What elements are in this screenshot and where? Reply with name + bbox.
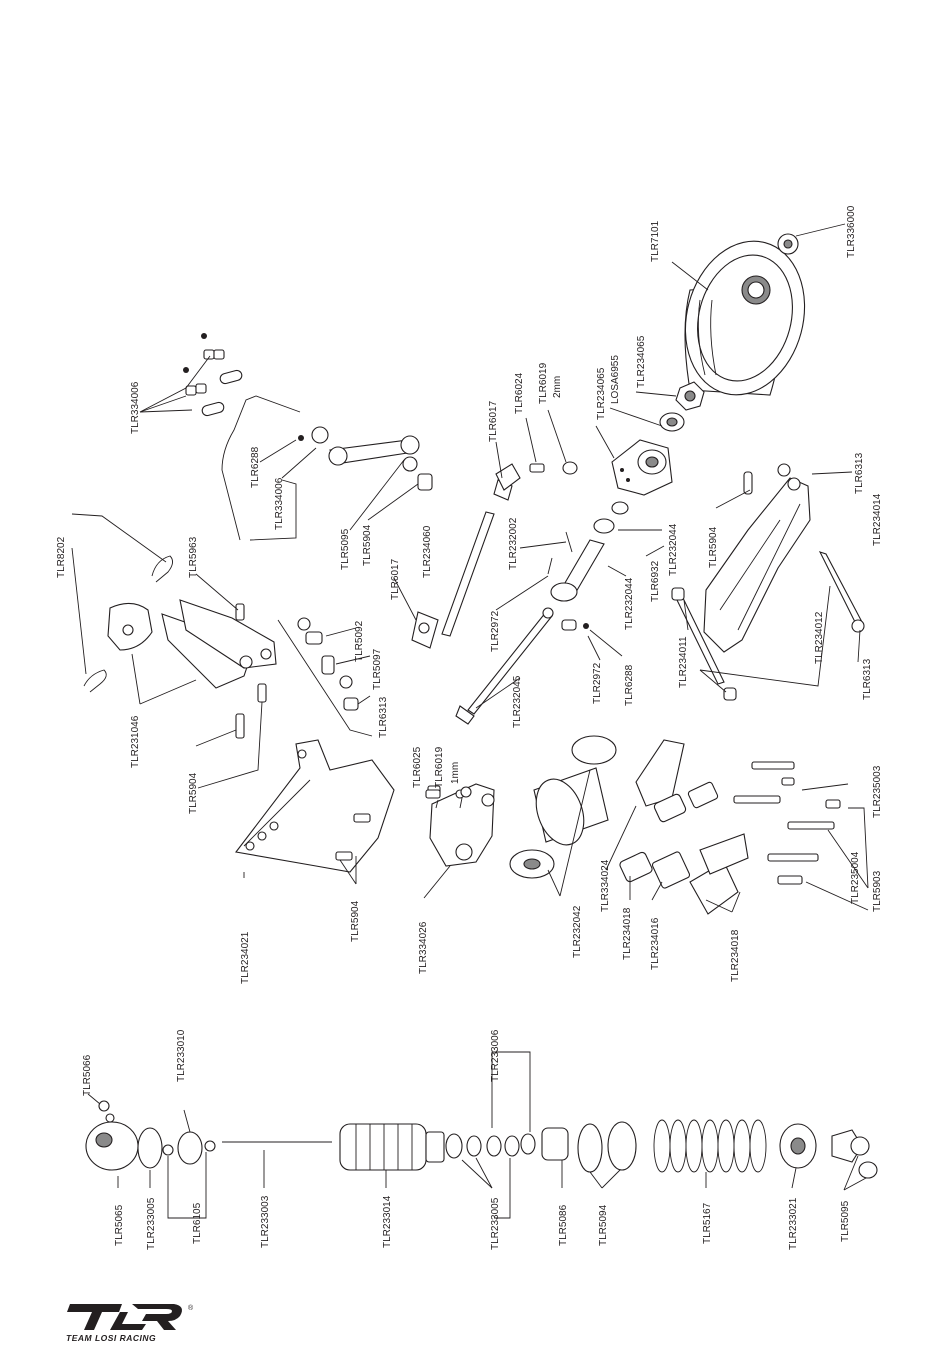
label-tlr334026: TLR334026 xyxy=(418,921,429,974)
label-tlr234065-a: TLR234065 xyxy=(636,335,647,388)
label-tlr5065: TLR5065 xyxy=(114,1204,125,1246)
label-tlr6313-c: TLR6313 xyxy=(862,658,873,700)
axle-drawing xyxy=(547,501,629,602)
label-tlr336000: TLR336000 xyxy=(846,205,857,258)
registered-mark: ® xyxy=(188,1304,194,1312)
label-tlr6313-a: TLR6313 xyxy=(854,452,865,494)
tlr-logo: ® TEAM LOSI RACING xyxy=(62,1302,202,1344)
label-tlr232042: TLR232042 xyxy=(572,905,583,958)
hub-carrier-drawing xyxy=(611,439,673,496)
label-tlr232002: TLR232002 xyxy=(508,517,519,570)
rod-end-drawing xyxy=(495,461,578,491)
sway-mount-drawing xyxy=(183,333,243,417)
label-tlr235003: TLR235003 xyxy=(872,765,883,818)
label-tlr5095-a: TLR5095 xyxy=(340,528,351,570)
label-tlr2972-b: TLR2972 xyxy=(592,662,603,704)
label-tlr5903: TLR5903 xyxy=(872,870,883,912)
part-drawings xyxy=(83,233,878,1179)
label-tlr5097: TLR5097 xyxy=(372,648,383,690)
label-tlr6019-a-sub: 2mm xyxy=(552,376,563,398)
label-tlr5904-a: TLR5904 xyxy=(362,524,373,566)
camber-link-drawing xyxy=(298,426,433,491)
small-screw-drawing xyxy=(425,786,472,799)
label-tlr234065-b: TLR234065 xyxy=(596,367,607,420)
label-tlr234016: TLR234016 xyxy=(650,917,661,970)
label-tlr233003: TLR233003 xyxy=(260,1195,271,1248)
shock-tower-drawing xyxy=(235,739,395,873)
label-losa6955: LOSA6955 xyxy=(610,355,621,404)
label-tlr5095-b: TLR5095 xyxy=(840,1200,851,1242)
label-tlr5904-c: TLR5904 xyxy=(188,772,199,814)
shock-assembly-drawing xyxy=(85,1100,878,1179)
label-tlr233021: TLR233021 xyxy=(788,1197,799,1250)
tlr-logo-mark: ® TEAM LOSI RACING xyxy=(66,1304,194,1343)
label-tlr5066: TLR5066 xyxy=(82,1054,93,1096)
label-tlr5963: TLR5963 xyxy=(188,536,199,578)
part-labels: TLR336000 TLR7101 TLR234065 LOSA6955 TLR… xyxy=(56,205,883,1250)
ball-stud-drawing xyxy=(297,617,359,711)
label-tlr6313-b: TLR6313 xyxy=(378,696,389,738)
label-tlr6288-b: TLR6288 xyxy=(624,664,635,706)
label-tlr5094: TLR5094 xyxy=(598,1204,609,1246)
label-tlr334024: TLR334024 xyxy=(600,859,611,912)
label-tlr6017-a: TLR6017 xyxy=(488,400,499,442)
label-tlr6019-b-sub: 1mm xyxy=(450,762,461,784)
leader-lines xyxy=(71,223,869,1219)
clip-pin-drawing xyxy=(83,555,173,693)
label-tlr6025: TLR6025 xyxy=(412,746,423,788)
label-tlr234021: TLR234021 xyxy=(240,931,251,984)
label-tlr233005-b: TLR233005 xyxy=(490,1197,501,1250)
long-screw-drawing xyxy=(733,761,841,885)
label-tlr233010: TLR233010 xyxy=(176,1029,187,1082)
label-tlr234011: TLR234011 xyxy=(678,636,689,688)
label-tlr6017-b: TLR6017 xyxy=(390,558,401,600)
caster-block-drawing xyxy=(619,739,749,915)
sway-bar-drawing xyxy=(221,395,301,541)
label-tlr5904-b: TLR5904 xyxy=(708,526,719,568)
wheel-nut-drawing xyxy=(777,233,799,255)
label-tlr231046: TLR231046 xyxy=(130,715,141,768)
label-tlr234012: TLR234012 xyxy=(814,611,825,664)
label-tlr5086: TLR5086 xyxy=(558,1204,569,1246)
label-tlr234018-b: TLR234018 xyxy=(730,929,741,982)
label-tlr6288-a: TLR6288 xyxy=(250,446,261,488)
label-tlr334006-a: TLR334006 xyxy=(130,381,141,434)
label-tlr235004: TLR235004 xyxy=(850,851,861,904)
label-tlr234014: TLR234014 xyxy=(872,493,883,546)
front-arm-drawing xyxy=(107,599,277,689)
label-tlr6105: TLR6105 xyxy=(192,1202,203,1244)
label-tlr7101: TLR7101 xyxy=(650,220,661,262)
label-tlr234060: TLR234060 xyxy=(422,525,433,578)
label-tlr232044-a: TLR232044 xyxy=(668,523,679,576)
differential-drawing xyxy=(509,735,617,879)
label-tlr233014: TLR233014 xyxy=(382,1195,393,1248)
label-tlr234018-a: TLR234018 xyxy=(622,907,633,960)
label-tlr232045: TLR232045 xyxy=(512,675,523,728)
label-tlr5092: TLR5092 xyxy=(354,620,365,662)
label-tlr233006: TLR233006 xyxy=(490,1029,501,1082)
hinge-pin-drawing xyxy=(671,551,865,701)
hub-hex-drawing xyxy=(659,381,705,432)
label-tlr334006-b: TLR334006 xyxy=(274,477,285,530)
wheel-drawing xyxy=(684,240,806,396)
label-tlr6019-a: TLR6019 xyxy=(538,362,549,404)
turnbuckle-drawing xyxy=(411,479,513,649)
label-tlr233005-a: TLR233005 xyxy=(146,1197,157,1250)
label-tlr6932: TLR6932 xyxy=(650,560,661,602)
label-tlr5904-d: TLR5904 xyxy=(350,900,361,942)
label-tlr5167: TLR5167 xyxy=(702,1202,713,1244)
label-tlr2972-a: TLR2972 xyxy=(490,610,501,652)
label-tlr6024: TLR6024 xyxy=(514,372,525,414)
rear-arm-drawing xyxy=(703,463,811,653)
screw-drawing xyxy=(235,683,267,739)
driveshaft-drawing xyxy=(455,607,589,725)
label-tlr232044-b: TLR232044 xyxy=(624,577,635,630)
logo-tagline: TEAM LOSI RACING xyxy=(66,1333,156,1343)
label-tlr6019-b: TLR6019 xyxy=(434,746,445,788)
label-tlr8202: TLR8202 xyxy=(56,536,67,578)
